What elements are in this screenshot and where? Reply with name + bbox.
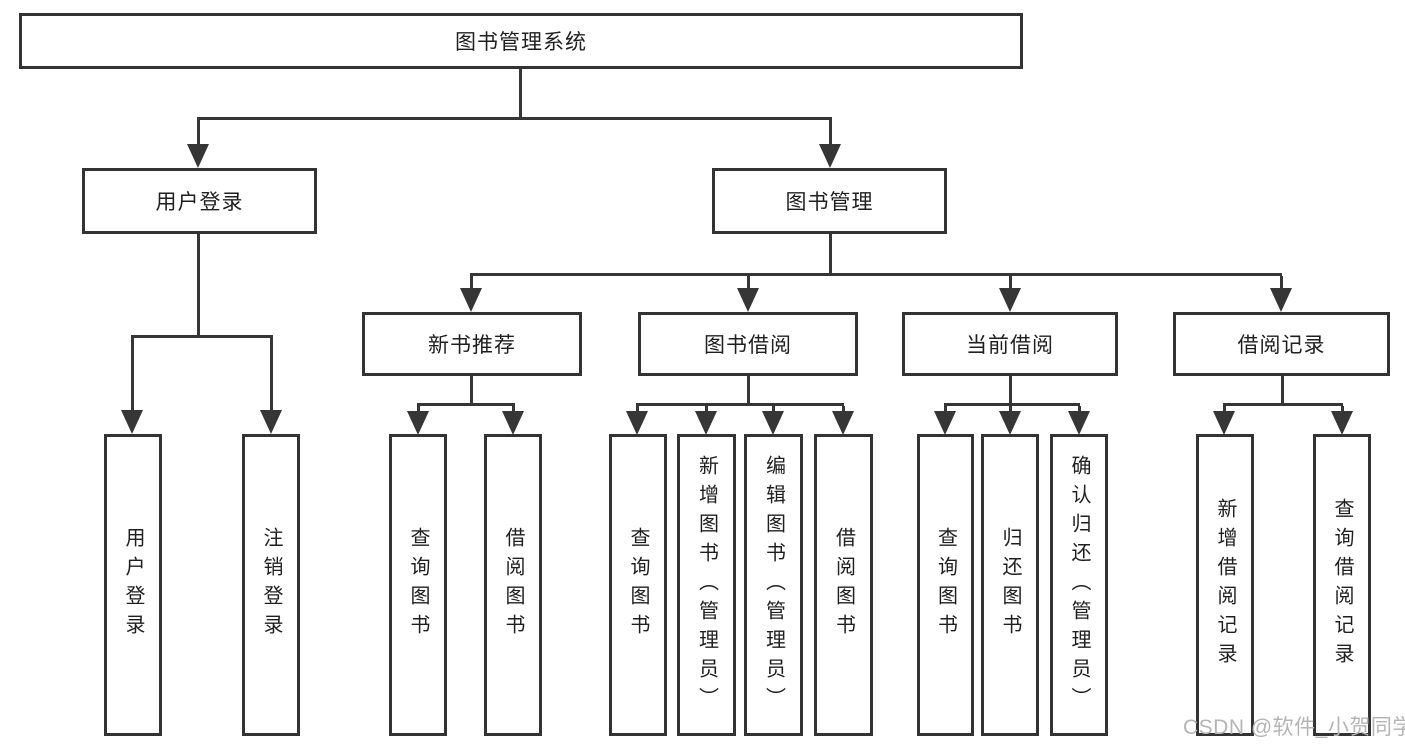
- arrow-down-icon: [695, 411, 717, 435]
- connector-br-bus: [1223, 403, 1343, 406]
- leaf-bb-query-book: 查询图书: [609, 434, 667, 736]
- leaf-user-login: 用户登录: [104, 434, 162, 736]
- leaf-cb-query-book: 查询图书: [917, 434, 974, 736]
- connector-drop-br-query: [1341, 406, 1344, 413]
- connector-drop-rec-query: [417, 406, 420, 413]
- connector-bb-bus: [636, 403, 844, 406]
- connector-drop-rec-borrow: [512, 406, 515, 413]
- connector-drop-bb-edit: [772, 406, 775, 413]
- arrow-down-icon: [1068, 411, 1090, 435]
- connector-rec-bus: [417, 403, 515, 406]
- leaf-logout: 注销登录: [242, 434, 300, 736]
- csdn-watermark: CSDN @软件_小贺同学: [1183, 716, 1405, 739]
- connector-level2-bus: [197, 117, 832, 120]
- arrow-down-icon: [832, 411, 854, 435]
- arrow-down-icon: [407, 411, 429, 435]
- arrow-down-icon: [934, 411, 956, 435]
- connector-rec-stem: [470, 376, 473, 406]
- leaf-cb-confirm-return-admin: 确认归还（管理员）: [1050, 434, 1108, 736]
- connector-bb-stem: [747, 376, 750, 406]
- connector-drop-bb-add: [705, 406, 708, 413]
- leaf-bb-add-book-admin: 新增图书（管理员）: [677, 434, 736, 736]
- leaf-rec-borrow-book: 借阅图书: [484, 434, 542, 736]
- leaf-rec-query-book: 查询图书: [389, 434, 447, 736]
- connector-user-login-bus: [131, 335, 273, 338]
- connector-cb-stem: [1009, 376, 1012, 406]
- leaf-bb-borrow-book: 借阅图书: [814, 434, 873, 736]
- connector-drop-bb-query: [636, 406, 639, 413]
- arrow-down-icon: [737, 288, 759, 312]
- node-borrow-records: 借阅记录: [1173, 312, 1390, 376]
- arrow-down-icon: [187, 144, 209, 168]
- arrow-down-icon: [1270, 288, 1292, 312]
- node-user-login: 用户登录: [82, 168, 317, 234]
- connector-drop-logout: [270, 338, 273, 412]
- arrow-down-icon: [999, 288, 1021, 312]
- arrow-down-icon: [1331, 411, 1353, 435]
- arrow-down-icon: [502, 411, 524, 435]
- connector-drop-br-add: [1223, 406, 1226, 413]
- connector-drop-user-login: [197, 120, 200, 145]
- connector-drop-current-borrow: [1009, 276, 1012, 289]
- connector-drop-login: [131, 338, 134, 412]
- connector-drop-cb-query: [944, 406, 947, 413]
- node-library-system-root: 图书管理系统: [19, 13, 1023, 69]
- connector-drop-bb-borrow: [842, 406, 845, 413]
- leaf-br-add-record: 新增借阅记录: [1196, 434, 1254, 736]
- connector-root-stem: [519, 69, 522, 120]
- connector-drop-book-borrow: [747, 276, 750, 289]
- arrow-down-icon: [121, 410, 143, 434]
- connector-drop-book-mgmt: [829, 120, 832, 145]
- node-current-borrow: 当前借阅: [902, 312, 1118, 376]
- connector-drop-new-book-rec: [470, 276, 473, 289]
- connector-user-login-stem: [197, 234, 200, 338]
- connector-br-stem: [1281, 376, 1284, 406]
- arrow-down-icon: [819, 144, 841, 168]
- leaf-cb-return-book: 归还图书: [981, 434, 1039, 736]
- arrow-down-icon: [1213, 411, 1235, 435]
- node-new-book-recommend: 新书推荐: [362, 312, 582, 376]
- arrow-down-icon: [460, 288, 482, 312]
- arrow-down-icon: [762, 411, 784, 435]
- leaf-bb-edit-book-admin: 编辑图书（管理员）: [744, 434, 803, 736]
- arrow-down-icon: [999, 411, 1021, 435]
- connector-drop-cb-confirm: [1078, 406, 1081, 413]
- node-book-borrow: 图书借阅: [638, 312, 858, 376]
- arrow-down-icon: [260, 410, 282, 434]
- connector-level3-bus: [470, 273, 1282, 276]
- arrow-down-icon: [626, 411, 648, 435]
- connector-drop-cb-return: [1009, 406, 1012, 413]
- leaf-br-query-record: 查询借阅记录: [1313, 434, 1371, 736]
- connector-book-mgmt-stem: [829, 234, 832, 276]
- connector-drop-borrow-records: [1280, 276, 1283, 289]
- connector-cb-bus: [944, 403, 1080, 406]
- node-book-management: 图书管理: [712, 168, 947, 234]
